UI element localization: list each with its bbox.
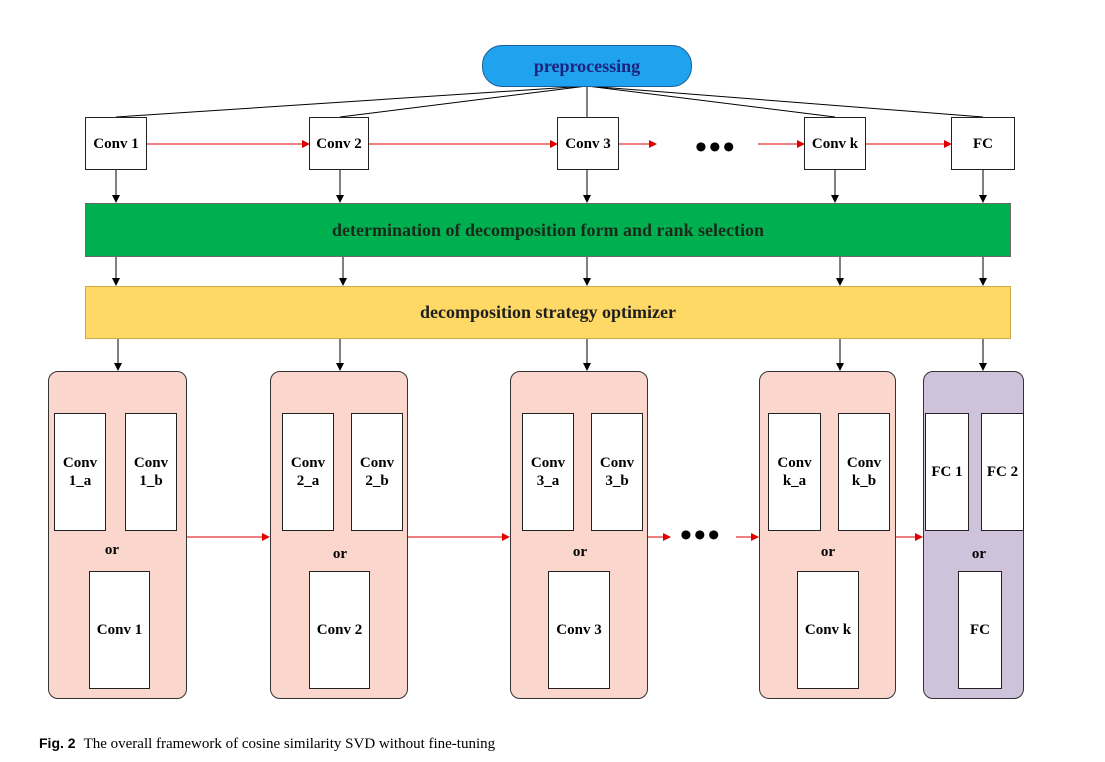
conv3b-node: Conv 3_b (591, 413, 643, 531)
rank-selection-bar: determination of decomposition form and … (85, 203, 1011, 257)
conv2-node: Conv 2 (309, 117, 369, 170)
fc-full-node: FC (958, 571, 1002, 689)
or-label: or (820, 544, 836, 560)
figure-number: Fig. 2 (39, 735, 76, 751)
convk-full-node: Conv k (797, 571, 859, 689)
conv2b-node: Conv 2_b (351, 413, 403, 531)
conv2a-node: Conv 2_a (282, 413, 334, 531)
figure-caption: Fig. 2 The overall framework of cosine si… (39, 735, 495, 753)
or-label: or (332, 546, 348, 562)
fc1-node: FC 1 (925, 413, 969, 531)
conv2-full-node: Conv 2 (309, 571, 370, 689)
conv1a-node: Conv 1_a (54, 413, 106, 531)
ellipsis-top: ••• (695, 129, 737, 166)
conv3-full-node: Conv 3 (548, 571, 610, 689)
or-label: or (104, 542, 120, 558)
convkb-node: Conv k_b (838, 413, 890, 531)
convka-node: Conv k_a (768, 413, 821, 531)
fan-line-fc (586, 85, 984, 118)
or-label: or (971, 546, 987, 562)
strategy-optimizer-bar: decomposition strategy optimizer (85, 286, 1011, 339)
preprocessing-node: preprocessing (482, 45, 692, 87)
convk-node: Conv k (804, 117, 866, 170)
fc2-node: FC 2 (981, 413, 1024, 531)
conv3-node: Conv 3 (557, 117, 619, 170)
conv1-node: Conv 1 (85, 117, 147, 170)
conv1b-node: Conv 1_b (125, 413, 177, 531)
conv1-full-node: Conv 1 (89, 571, 150, 689)
figure-caption-text: The overall framework of cosine similari… (83, 736, 496, 752)
fan-line-conv1 (115, 85, 588, 118)
fan-line-convk (586, 85, 836, 118)
ellipsis-bottom: ••• (680, 517, 722, 554)
fan-line-conv2 (339, 85, 588, 118)
or-label: or (572, 544, 588, 560)
conv3a-node: Conv 3_a (522, 413, 574, 531)
fc-node: FC (951, 117, 1015, 170)
